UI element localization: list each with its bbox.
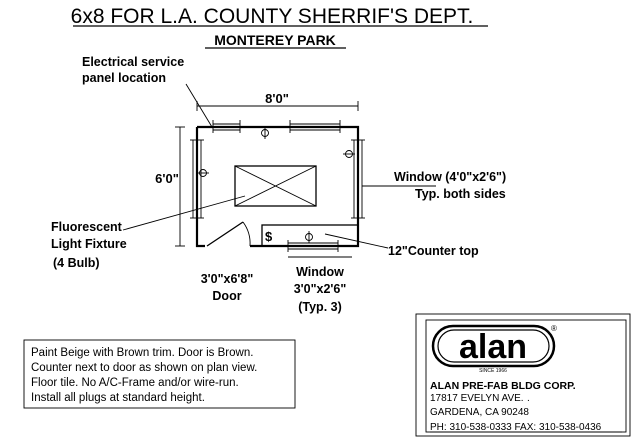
- side-windows: [190, 139, 365, 219]
- company-logo: alan SINCE 1966 ®: [431, 324, 557, 374]
- top-windows: [212, 120, 341, 133]
- logo-since: SINCE 1966: [479, 368, 507, 374]
- electrical-label-2: panel location: [82, 71, 166, 85]
- company-name: ALAN PRE-FAB BLDG CORP.: [430, 380, 576, 392]
- outlet-icons: [197, 127, 355, 243]
- registered-mark: ®: [551, 324, 557, 333]
- side-window-label-1: Window (4'0"x2'6"): [394, 170, 506, 184]
- fluor-label-3: (4 Bulb): [53, 256, 100, 270]
- door-swing: [206, 221, 251, 247]
- outlet-icon-right: [343, 150, 355, 158]
- outlet-icon-counter: [305, 231, 313, 243]
- logo-text: alan: [459, 328, 527, 366]
- drawing-subtitle: MONTEREY PARK: [214, 32, 336, 48]
- outlet-icon-left: [197, 169, 209, 177]
- building-walls: [195, 125, 360, 249]
- height-dimension: 6'0": [155, 126, 185, 247]
- note-line: Install all plugs at standard height.: [31, 392, 205, 404]
- light-fixture: [234, 165, 317, 207]
- front-window-label-1: Window: [296, 265, 344, 279]
- counter-label: 12"Counter top: [388, 244, 479, 258]
- drawing-title: 6x8 FOR L.A. COUNTY SHERRIF'S DEPT.: [71, 5, 474, 28]
- door-label: Door: [212, 289, 241, 303]
- width-dimension: 8'0": [196, 91, 359, 111]
- company-phone: PH: 310-538-0333 FAX: 310-538-0436: [430, 422, 602, 433]
- front-window-label-3: (Typ. 3): [298, 300, 342, 314]
- front-window-label-2: 3'0"x2'6": [294, 282, 347, 296]
- note-line: Floor tile. No A/C-Frame and/or wire-run…: [31, 377, 239, 389]
- counter-leader: [324, 233, 389, 249]
- width-dim-label: 8'0": [265, 91, 289, 106]
- fluor-leader: [122, 195, 246, 231]
- company-title-block: alan SINCE 1966 ® ALAN PRE-FAB BLDG CORP…: [415, 313, 631, 437]
- electrical-leader: [185, 83, 213, 128]
- counter-top: $: [261, 224, 359, 247]
- company-address-mark: .: [527, 393, 530, 404]
- fluor-label-1: Fluorescent: [51, 220, 123, 234]
- fluor-label-2: Light Fixture: [51, 237, 127, 251]
- company-address-2: GARDENA, CA 90248: [430, 407, 529, 418]
- height-dim-label: 6'0": [155, 171, 179, 186]
- electrical-label-1: Electrical service: [82, 55, 184, 69]
- side-window-label-2: Typ. both sides: [415, 187, 506, 201]
- note-line: Paint Beige with Brown trim. Door is Bro…: [31, 347, 253, 359]
- note-line: Counter next to door as shown on plan vi…: [31, 362, 257, 374]
- outlet-icon-top: [261, 127, 269, 139]
- company-address-1: 17817 EVELYN AVE.: [430, 393, 524, 404]
- door-size-label: 3'0"x6'8": [201, 272, 254, 286]
- counter-symbol: $: [265, 229, 273, 244]
- notes-box: Paint Beige with Brown trim. Door is Bro…: [23, 339, 296, 409]
